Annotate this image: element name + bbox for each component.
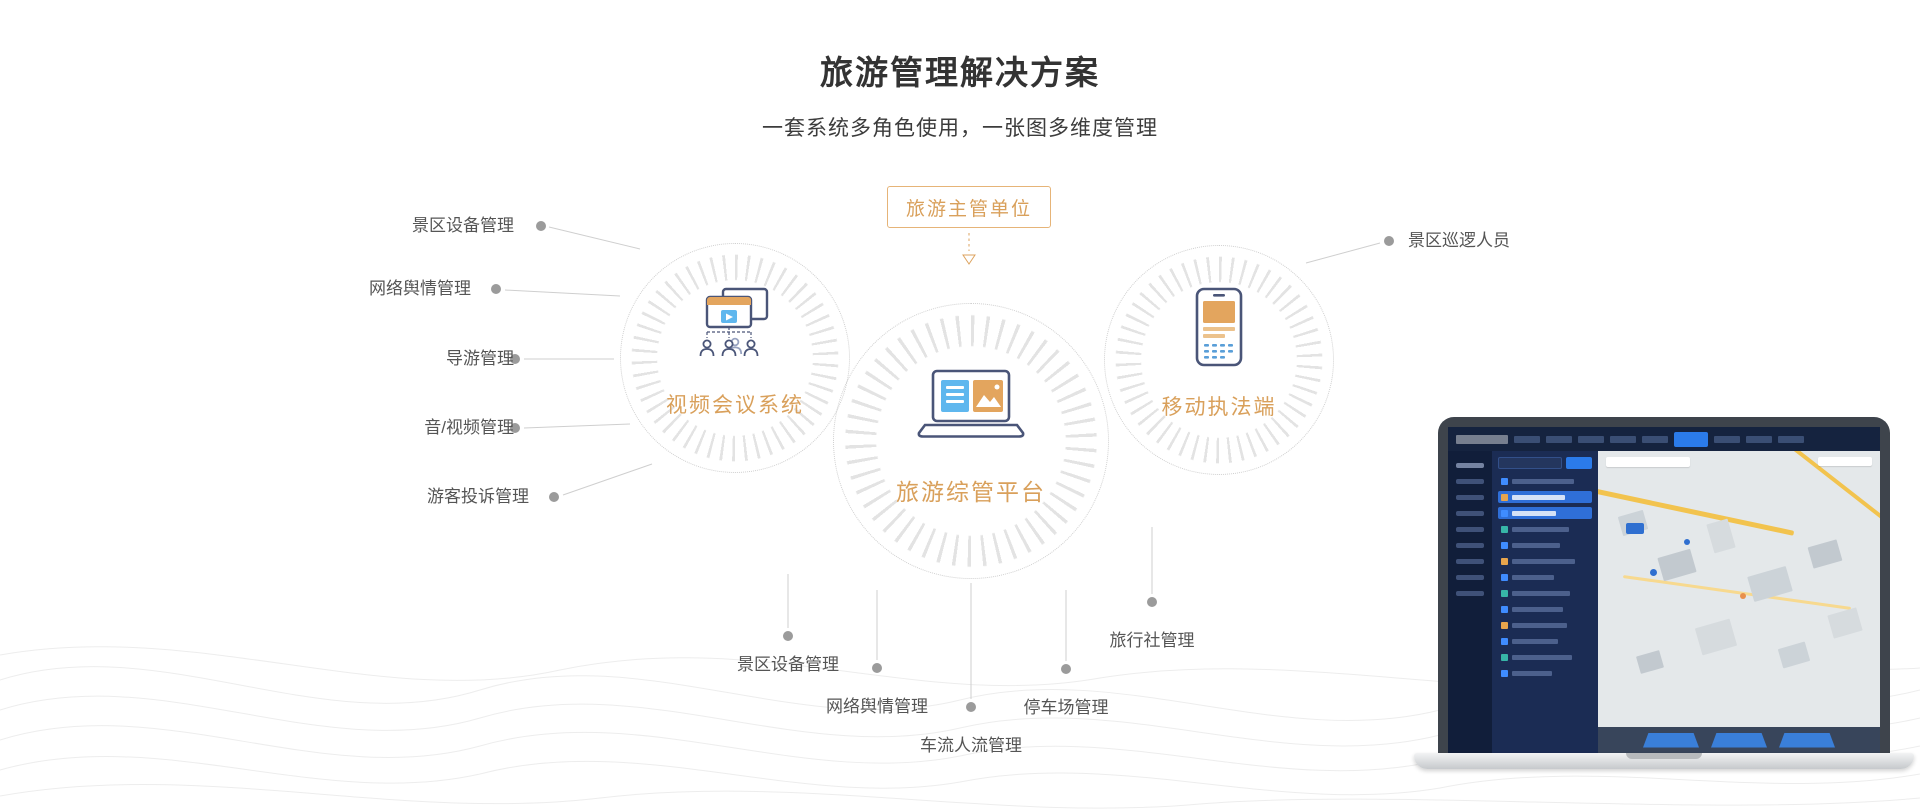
map-marker — [1740, 593, 1746, 599]
sidebar-row — [1456, 463, 1484, 468]
video-window-attendees-icon — [699, 287, 769, 357]
panel-row — [1498, 475, 1592, 487]
map-building — [1827, 607, 1863, 639]
label-audio-video: 音/视频管理 — [424, 418, 514, 437]
map-building — [1807, 539, 1843, 569]
dashboard-preview — [1448, 427, 1880, 753]
dashboard-map — [1598, 451, 1880, 753]
dashboard-logo — [1456, 434, 1508, 444]
circle-tourism-platform: 旅游综管平台 — [833, 303, 1109, 579]
panel-search — [1498, 457, 1592, 469]
toolbar-button — [1779, 732, 1835, 748]
nav-chip — [1578, 435, 1604, 443]
toolbar-button — [1643, 732, 1699, 748]
dashboard-panel — [1492, 451, 1598, 753]
label-network-opinion-bottom: 网络舆情管理 — [826, 697, 928, 716]
nav-chip — [1714, 435, 1740, 443]
dotted-ring — [833, 303, 1109, 579]
map-building — [1777, 641, 1811, 669]
dotted-ring — [1104, 245, 1334, 475]
nav-chip — [1778, 435, 1804, 443]
label-tourist-complaint: 游客投诉管理 — [427, 487, 529, 506]
dotted-ring — [620, 243, 850, 473]
map-marker-cluster — [1626, 523, 1644, 534]
sidebar-row — [1456, 511, 1484, 516]
panel-search-button — [1566, 457, 1592, 469]
map-building — [1747, 565, 1793, 603]
laptop-mockup — [1414, 417, 1914, 769]
nav-chip — [1546, 435, 1572, 443]
sidebar-row — [1456, 575, 1484, 580]
circle-video-conference: 视频会议系统 — [620, 243, 850, 473]
map-building — [1706, 518, 1736, 554]
panel-row — [1498, 523, 1592, 535]
smartphone-icon — [1195, 287, 1243, 367]
panel-row — [1498, 539, 1592, 551]
map-marker — [1684, 539, 1690, 545]
label-scenic-equipment: 景区设备管理 — [412, 216, 514, 235]
dashboard-sidebar — [1448, 451, 1492, 753]
sidebar-row — [1456, 543, 1484, 548]
panel-row-highlighted — [1498, 507, 1592, 519]
label-network-opinion: 网络舆情管理 — [369, 279, 471, 298]
nav-chip-active — [1674, 431, 1708, 447]
map-building — [1657, 548, 1697, 582]
panel-search-field — [1498, 457, 1562, 469]
sidebar-row — [1456, 591, 1484, 596]
label-tour-guide: 导游管理 — [446, 349, 514, 368]
nav-chip — [1746, 435, 1772, 443]
map-road-light — [1622, 575, 1852, 610]
label-patrol-personnel: 景区巡逻人员 — [1408, 231, 1510, 250]
tick-ring — [629, 252, 841, 464]
dashed-down-arrow-icon — [962, 233, 976, 265]
page-title: 旅游管理解决方案 — [820, 54, 1100, 91]
sidebar-row — [1456, 479, 1484, 484]
toolbar-button — [1711, 732, 1767, 748]
dashboard-main — [1448, 451, 1880, 753]
circle-label-video-conference: 视频会议系统 — [666, 394, 804, 417]
map-building — [1694, 618, 1738, 656]
sidebar-row — [1456, 495, 1484, 500]
sidebar-row — [1456, 527, 1484, 532]
circle-label-mobile-enforcement: 移动执法端 — [1161, 396, 1277, 419]
panel-row — [1498, 587, 1592, 599]
label-parking-lot: 停车场管理 — [1023, 698, 1109, 717]
label-travel-agency: 旅行社管理 — [1109, 631, 1195, 650]
tick-ring — [842, 312, 1100, 570]
top-box-label: 旅游主管单位 — [905, 198, 1032, 220]
laptop-dashboard-icon — [917, 369, 1025, 438]
map-search-pill — [1606, 457, 1690, 467]
nav-chip — [1610, 435, 1636, 443]
dashboard-topbar — [1448, 427, 1880, 451]
nav-chip — [1642, 435, 1668, 443]
panel-row — [1498, 619, 1592, 631]
circle-mobile-enforcement: 移动执法端 — [1104, 245, 1334, 475]
top-box-tourism-authority: 旅游主管单位 — [887, 186, 1051, 228]
panel-row — [1498, 571, 1592, 583]
map-building — [1635, 650, 1665, 674]
label-traffic-people-flow: 车流人流管理 — [920, 736, 1022, 755]
label-scenic-equipment-bottom: 景区设备管理 — [737, 655, 839, 674]
map-controls — [1818, 457, 1872, 466]
sidebar-row — [1456, 559, 1484, 564]
panel-row-highlighted — [1498, 491, 1592, 503]
nav-chip — [1514, 435, 1540, 443]
circle-label-tourism-platform: 旅游综管平台 — [896, 479, 1046, 505]
laptop-base — [1414, 753, 1914, 769]
panel-row — [1498, 635, 1592, 647]
laptop-notch — [1626, 753, 1702, 759]
panel-row — [1498, 651, 1592, 663]
page-subtitle: 一套系统多角色使用，一张图多维度管理 — [762, 117, 1158, 140]
map-bottom-toolbar — [1598, 727, 1880, 753]
map-marker — [1650, 569, 1657, 576]
laptop-screen — [1438, 417, 1890, 753]
panel-row — [1498, 555, 1592, 567]
panel-row — [1498, 667, 1592, 679]
panel-row — [1498, 603, 1592, 615]
